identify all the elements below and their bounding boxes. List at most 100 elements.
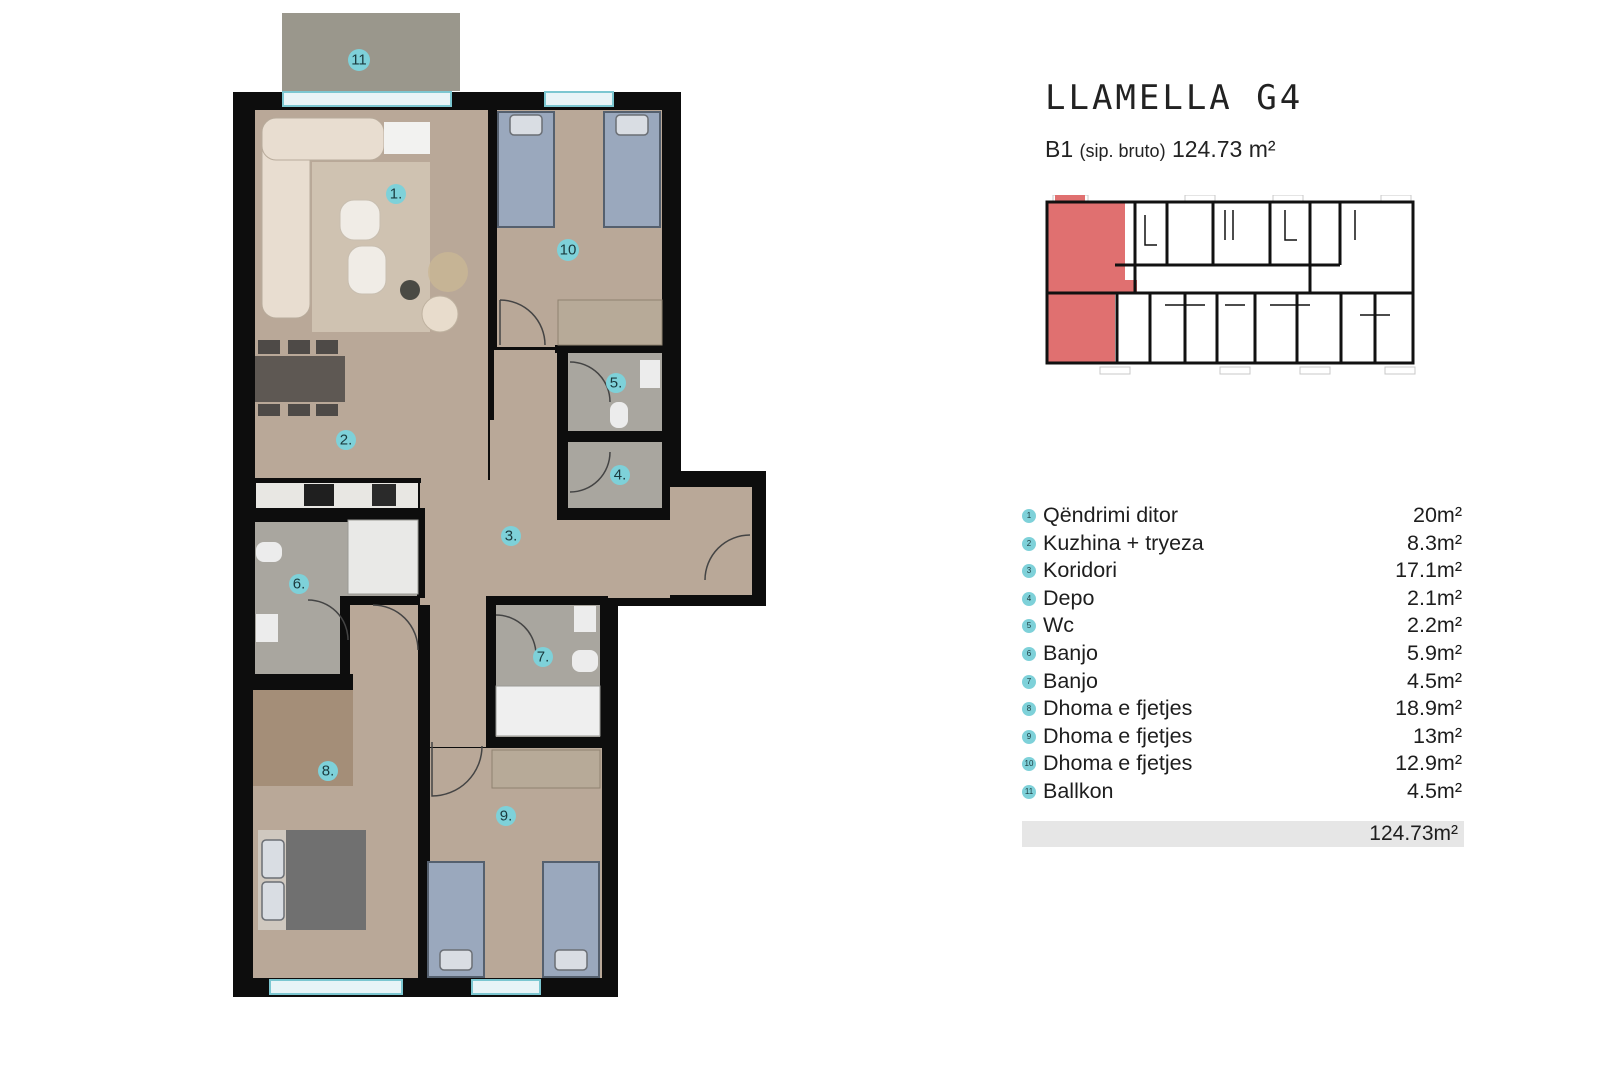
- total-area: 124.73m²: [1022, 821, 1464, 847]
- room-area: 17.1m²: [1395, 558, 1462, 583]
- room-number-badge: 3: [1022, 564, 1036, 579]
- room-area: 12.9m²: [1395, 751, 1462, 776]
- marker-6: 6.: [289, 574, 309, 594]
- room-name: Dhoma e fjetjes: [1043, 751, 1193, 776]
- room-area: 20m²: [1413, 503, 1462, 527]
- marker-11: 11: [348, 49, 370, 71]
- svg-text:4.: 4.: [614, 467, 627, 484]
- room-area: 4.5m²: [1407, 668, 1462, 693]
- sink-7: [574, 606, 596, 632]
- room-number-badge: 5: [1022, 619, 1036, 634]
- door-banjo-7: [495, 614, 537, 656]
- unit-area: 124.73 m²: [1171, 136, 1276, 162]
- door-bedroom-8: [372, 604, 419, 651]
- balcony: [282, 13, 460, 91]
- plant-icon: [428, 252, 468, 292]
- room-number-badge: 9: [1022, 729, 1036, 744]
- room-area: 4.5m²: [1407, 778, 1462, 803]
- room-number-badge: 10: [1022, 757, 1036, 772]
- toilet-5: [610, 402, 628, 428]
- svg-text:10: 10: [560, 242, 577, 259]
- room-name: Dhoma e fjetjes: [1043, 696, 1193, 721]
- sofa: [261, 117, 385, 319]
- room-name: Banjo: [1043, 668, 1098, 693]
- marker-2: 2.: [336, 430, 356, 450]
- room-number-badge: 11: [1022, 784, 1036, 799]
- room-name: Banjo: [1043, 640, 1098, 665]
- sink-5: [640, 360, 660, 388]
- svg-text:5.: 5.: [610, 375, 623, 392]
- room-row: 3 Koridori 17.1m²: [1022, 557, 1462, 585]
- marker-1: 1.: [386, 184, 406, 204]
- marker-7: 7.: [533, 647, 553, 667]
- marker-9: 9.: [496, 806, 516, 826]
- door-wc: [569, 361, 611, 403]
- unit-subtitle: B1 (sip. bruto) 124.73 m²: [1045, 136, 1276, 163]
- marker-10: 10: [557, 239, 579, 261]
- unit-note: (sip. bruto): [1079, 141, 1166, 161]
- room-area: 2.2m²: [1407, 613, 1462, 638]
- toilet-6: [256, 542, 282, 562]
- windows: [269, 91, 614, 995]
- sink-6: [256, 614, 278, 642]
- svg-text:2.: 2.: [340, 432, 353, 449]
- marker-3: 3.: [501, 526, 521, 546]
- svg-text:6.: 6.: [293, 576, 306, 593]
- room-number-badge: 8: [1022, 702, 1036, 717]
- room-number-badge: 6: [1022, 646, 1036, 661]
- building-outline: [1045, 200, 1415, 365]
- door-depo: [569, 451, 611, 493]
- room-area: 13m²: [1413, 723, 1462, 748]
- room-row: 4 Depo 2.1m²: [1022, 585, 1462, 613]
- key-plan: [1045, 195, 1416, 375]
- room-name: Depo: [1043, 585, 1095, 610]
- cooktop: [304, 484, 334, 506]
- page-title: LLAMELLA G4: [1045, 78, 1304, 118]
- room-name: Kuzhina + tryeza: [1043, 530, 1204, 555]
- interior-walls: [233, 92, 670, 985]
- bathtub-7: [495, 685, 601, 737]
- unit-code: B1: [1045, 136, 1074, 162]
- bed-room-9-left: [427, 861, 485, 978]
- bed-room-10-left: [497, 111, 555, 228]
- room-number-badge: 2: [1022, 536, 1036, 551]
- room-name: Wc: [1043, 613, 1075, 638]
- room-number-badge: 7: [1022, 674, 1036, 689]
- room-row: 10 Dhoma e fjetjes 12.9m²: [1022, 750, 1462, 778]
- highlighted-unit: [1047, 202, 1137, 363]
- svg-text:1.: 1.: [390, 186, 403, 203]
- room-area: 2.1m²: [1407, 585, 1462, 610]
- room-name: Qëndrimi ditor: [1043, 503, 1179, 527]
- bed-room-10-right: [603, 111, 661, 228]
- coffee-table: [339, 199, 381, 241]
- marker-8: 8.: [318, 761, 338, 781]
- room-name: Dhoma e fjetjes: [1043, 723, 1193, 748]
- double-bed-8: [258, 830, 366, 930]
- pouf: [421, 295, 459, 333]
- floor-plan: 1. 2. 3. 4. 5. 6. 7. 8. 9. 10 11: [233, 13, 766, 997]
- door-bedroom-9: [431, 742, 483, 797]
- room-number-badge: 4: [1022, 591, 1036, 606]
- room-number-badge: 1: [1022, 509, 1036, 523]
- wardrobe-8: [253, 690, 353, 786]
- dining-chairs: [258, 340, 338, 416]
- room-row: 9 Dhoma e fjetjes 13m²: [1022, 723, 1462, 751]
- desk-room-9: [491, 749, 601, 789]
- svg-text:11: 11: [351, 52, 367, 69]
- door-room-10: [499, 299, 546, 346]
- marker-4: 4.: [610, 465, 630, 485]
- marker-5: 5.: [606, 373, 626, 393]
- svg-text:7.: 7.: [537, 649, 550, 666]
- shower-6: [347, 519, 419, 595]
- room-name: Koridori: [1043, 558, 1118, 583]
- room-row: 5 Wc 2.2m²: [1022, 612, 1462, 640]
- svg-text:9.: 9.: [500, 808, 513, 825]
- dining-table: [255, 356, 345, 402]
- desk-room-10: [557, 299, 663, 346]
- toilet-7: [572, 650, 598, 672]
